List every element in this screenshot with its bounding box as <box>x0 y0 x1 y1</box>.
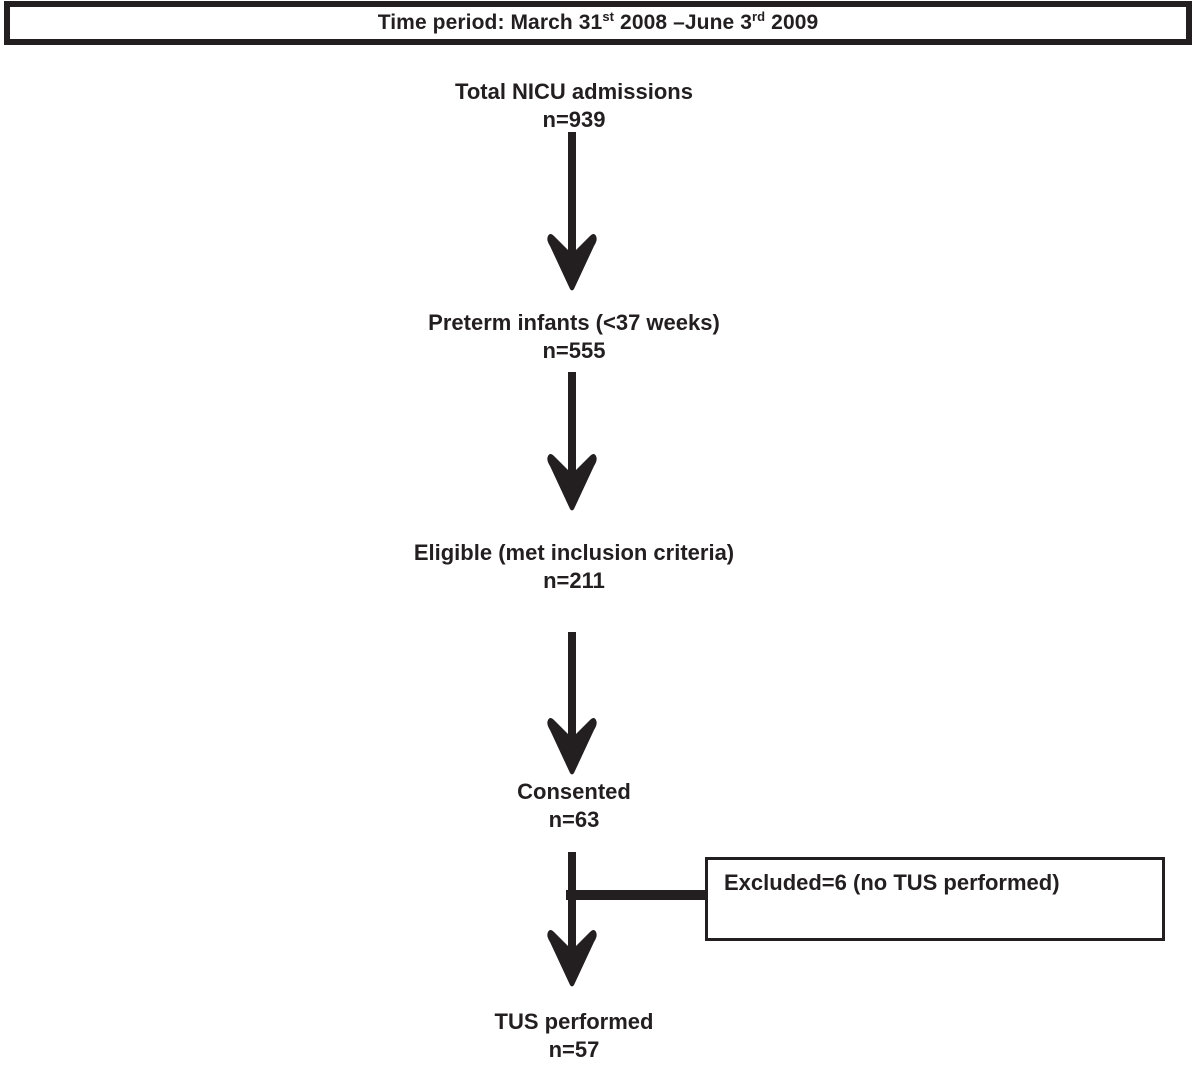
ordinal-suffix-rd: rd <box>752 9 766 24</box>
time-period-banner: Time period: March 31st 2008 –June 3rd 2… <box>4 1 1192 45</box>
ordinal-suffix-st: st <box>602 9 615 24</box>
flow-node-eligible: Eligible (met inclusion criteria) n=211 <box>0 539 1200 595</box>
down-arrow-icon <box>547 852 597 987</box>
down-arrow-icon <box>547 632 597 775</box>
time-period-title: Time period: March 31st 2008 –June 3rd 2… <box>377 9 819 35</box>
exclusion-label: Excluded=6 (no TUS performed) <box>724 870 1060 895</box>
flow-node-label: Total NICU admissions <box>455 79 693 104</box>
flow-node-count: n=211 <box>543 568 605 594</box>
flow-node-count: n=57 <box>548 1037 600 1063</box>
flow-node-label: TUS performed <box>494 1009 654 1034</box>
time-period-prefix: Time period: March 31 <box>377 11 603 34</box>
flow-node-label: Consented <box>517 779 631 804</box>
down-arrow-icon <box>547 132 597 291</box>
flow-node-label: Eligible (met inclusion criteria) <box>413 540 735 565</box>
flow-node-count: n=63 <box>548 807 600 833</box>
flow-node-tus-performed: TUS performed n=57 <box>0 1008 1200 1064</box>
flow-node-preterm: Preterm infants (<37 weeks) n=555 <box>0 309 1200 365</box>
flow-node-count: n=555 <box>542 338 606 364</box>
time-period-suffix: 2009 <box>765 11 819 34</box>
branch-connector-line <box>566 890 708 900</box>
down-arrow-icon <box>547 372 597 511</box>
exclusion-box: Excluded=6 (no TUS performed) <box>705 857 1165 941</box>
flow-node-count: n=939 <box>542 107 606 133</box>
time-period-middle: 2008 –June 3 <box>614 11 753 34</box>
flow-node-admissions: Total NICU admissions n=939 <box>0 78 1200 134</box>
flow-node-consented: Consented n=63 <box>0 778 1200 834</box>
flow-node-label: Preterm infants (<37 weeks) <box>428 310 720 335</box>
